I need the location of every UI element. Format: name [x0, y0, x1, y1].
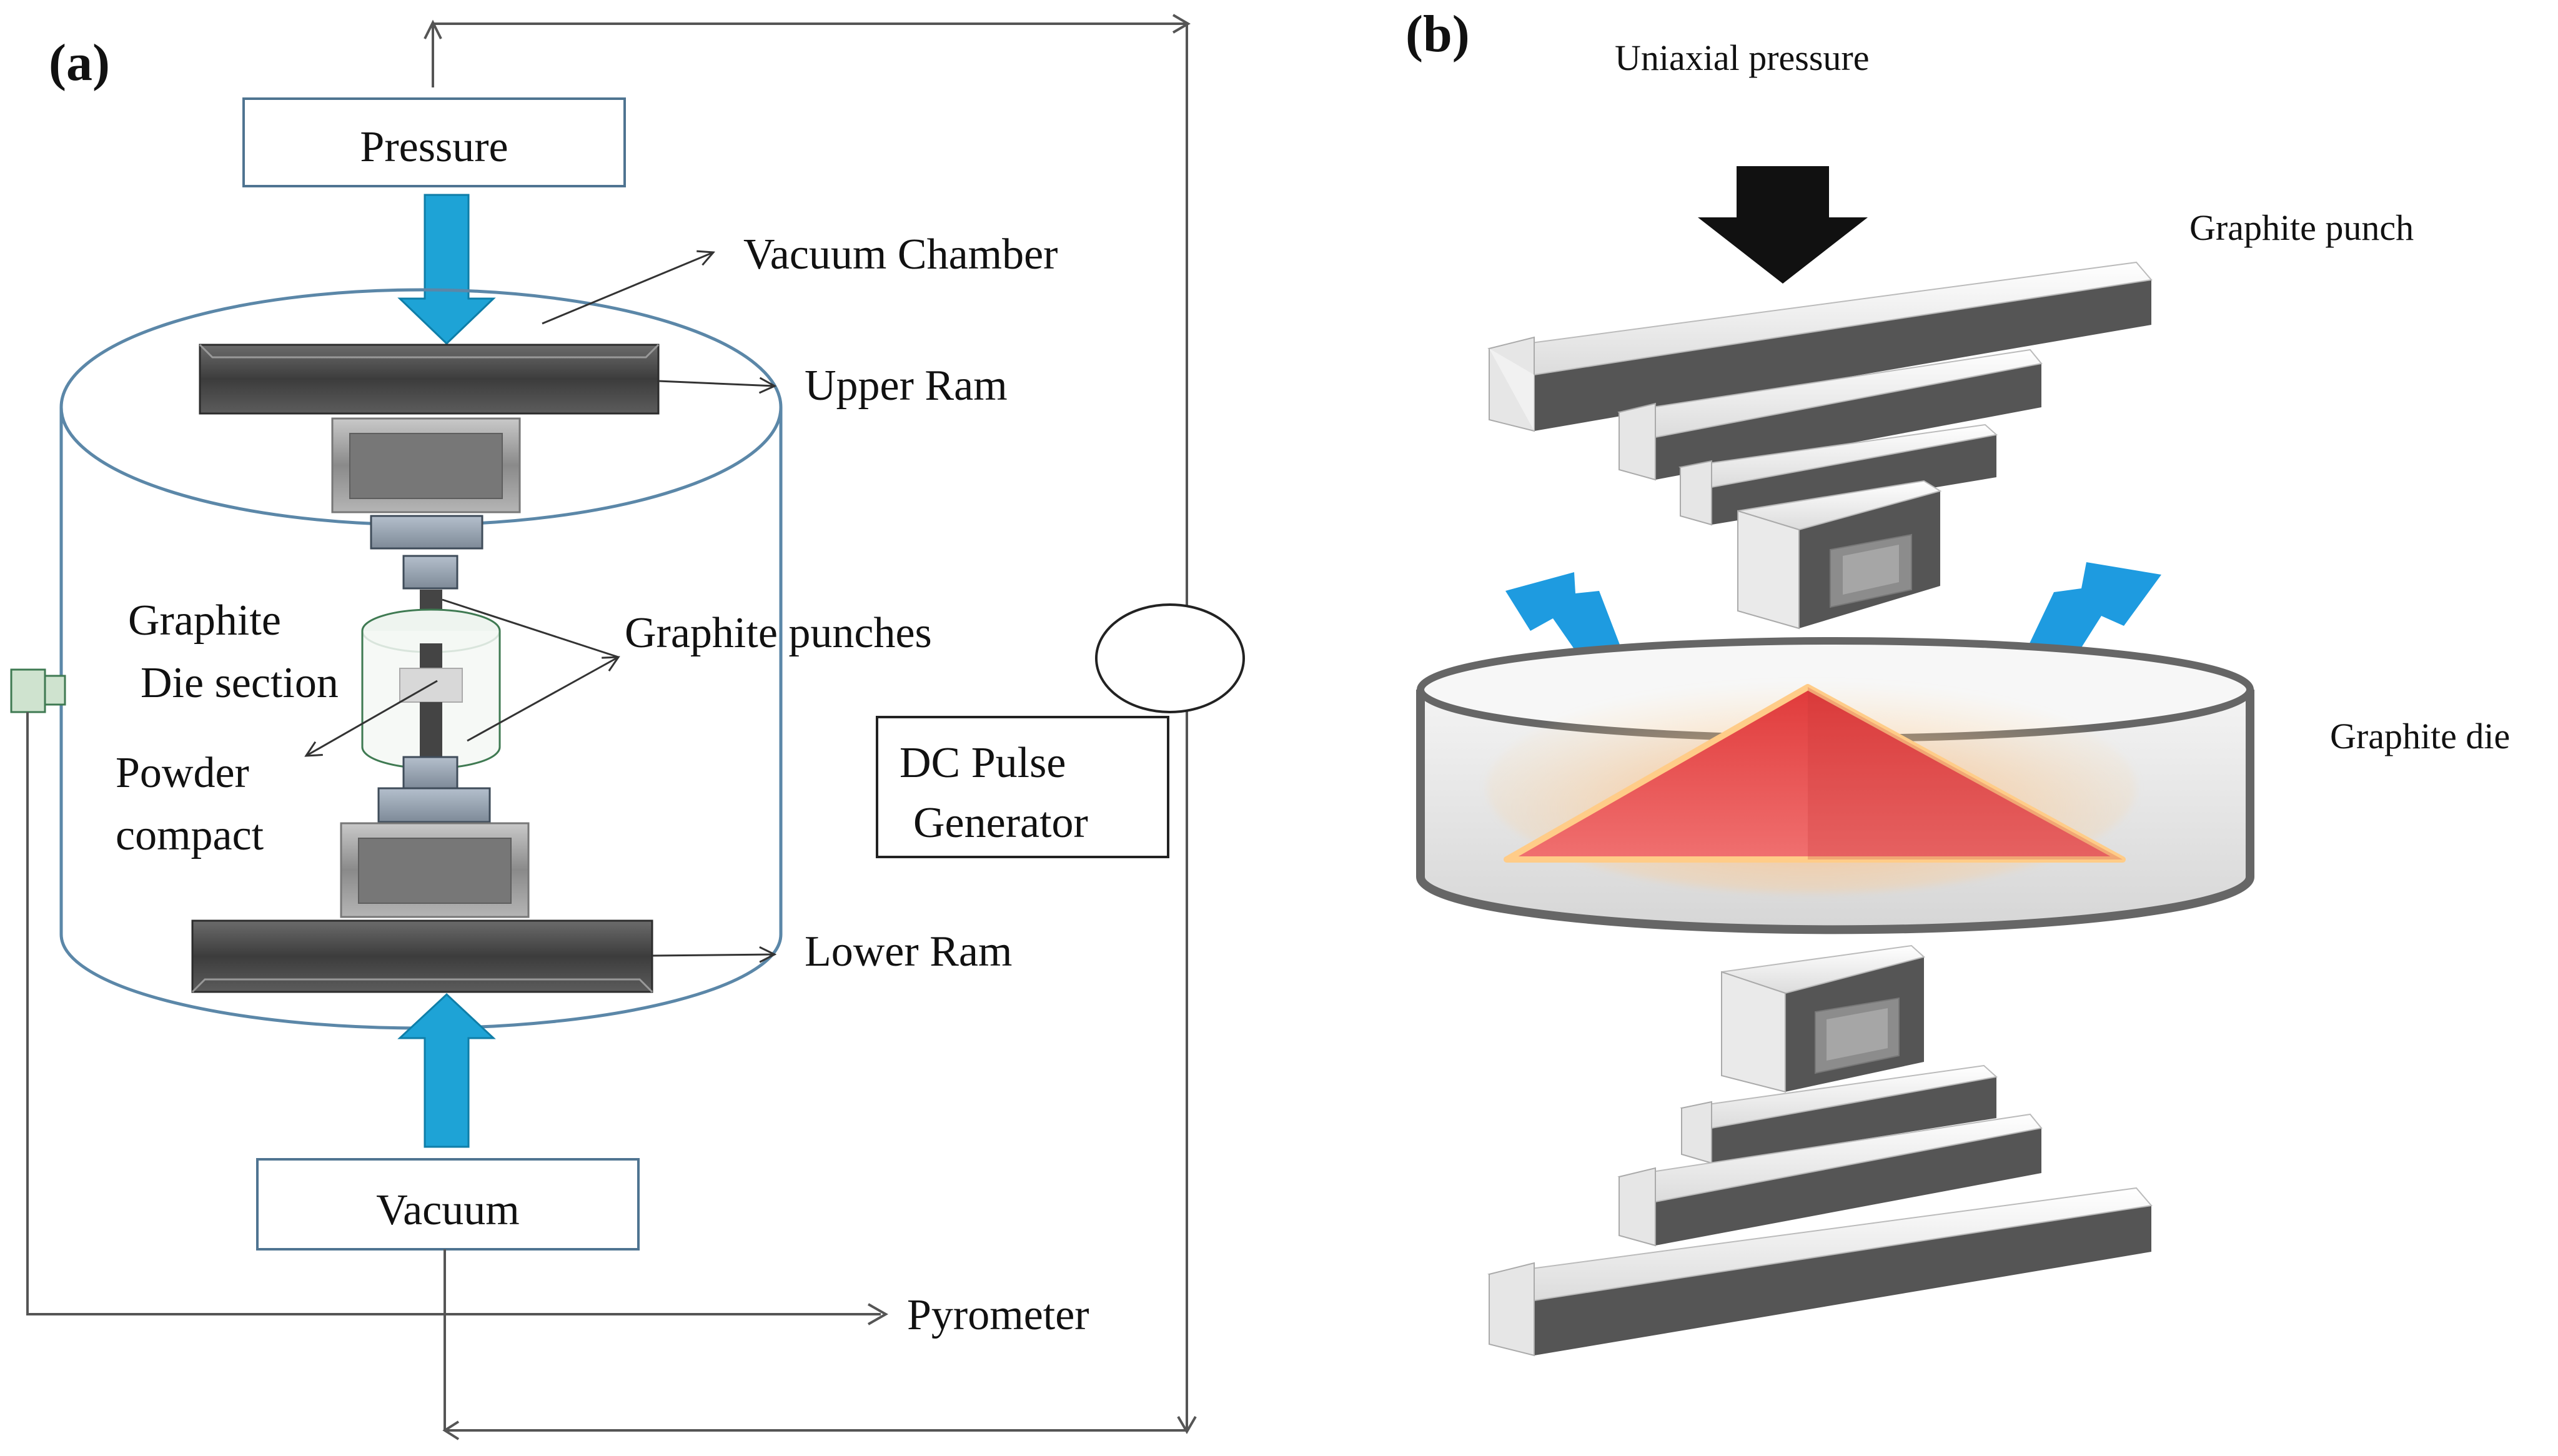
upper-ram — [199, 344, 660, 415]
dc-label-line2: Generator — [913, 799, 1088, 847]
dc-pulse-generator-box — [876, 716, 1169, 858]
vacuum-arrow-icon — [397, 993, 496, 1148]
lightning-left-icon — [1505, 572, 1640, 698]
upper-punch-plate — [370, 515, 483, 550]
upper-ram-label: Upper Ram — [805, 362, 1008, 410]
powder-compact-label-line1: Powder — [116, 749, 249, 797]
graphite-die — [1416, 637, 2254, 934]
arrow-down-icon — [1177, 1415, 1197, 1434]
graphite-punches-label: Graphite punches — [625, 609, 932, 657]
heated-powder-icon — [1504, 684, 2126, 863]
graphite-die-label-line2: Die section — [141, 659, 339, 707]
pyrometer-line — [26, 712, 881, 1315]
vacuum-chamber-label: Vacuum Chamber — [743, 230, 1058, 279]
uniaxial-pressure-arrow-icon — [1698, 166, 1868, 284]
graphite-punch-label: Graphite punch — [2189, 207, 2414, 248]
pressure-box — [242, 97, 626, 187]
lower-punch-small — [402, 756, 459, 790]
arrow-up-icon — [424, 19, 442, 39]
lower-ram — [191, 919, 653, 993]
pyrometer-arrow-icon — [868, 1303, 889, 1325]
lightning-right-icon — [2005, 562, 2161, 695]
graphite-die-label-line1: Graphite — [128, 597, 281, 645]
pressure-label: Pressure — [360, 123, 508, 171]
powder-compact-label-line2: compact — [116, 811, 264, 859]
lower-punch-plate — [377, 787, 491, 823]
uniaxial-pressure-label: Uniaxial pressure — [1615, 37, 1869, 78]
lower-ram-label: Lower Ram — [805, 928, 1012, 976]
vacuum-label: Vacuum — [376, 1186, 519, 1234]
pyrometer-sensor — [10, 668, 46, 713]
upper-punch-small — [402, 555, 459, 590]
pyrometer-label: Pyrometer — [907, 1291, 1089, 1339]
dc-label-line1: DC Pulse — [900, 739, 1066, 787]
panel-b-label: (b) — [1405, 5, 1470, 63]
lower-punch-stack — [1487, 944, 2153, 1357]
pressure-arrow-icon — [397, 194, 496, 345]
vacuum-box — [256, 1158, 640, 1250]
arrow-right-icon — [1172, 14, 1191, 34]
lower-punch-rod — [420, 702, 442, 757]
graphite-die-label: Graphite die — [2330, 716, 2510, 756]
panel-b: (b) Uniaxial pressure Graphite punch Gra… — [1405, 5, 2510, 1357]
upper-punch-stack — [1487, 261, 2153, 630]
panel-a-label: (a) — [49, 34, 110, 92]
dc-generator-circle — [1095, 603, 1245, 713]
panel-a: (a) Pressure — [10, 14, 1245, 1440]
